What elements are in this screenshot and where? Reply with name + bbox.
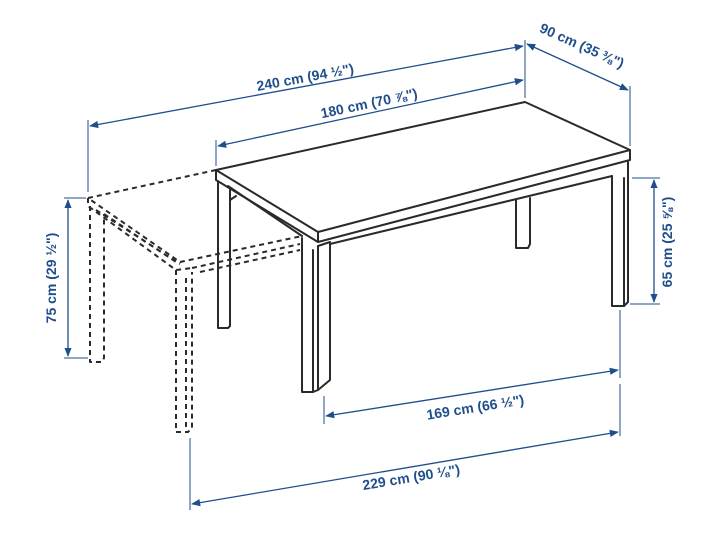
apron-side <box>329 175 613 245</box>
tabletop-front-edge <box>215 169 319 243</box>
table-body <box>215 101 631 393</box>
apron-front <box>227 185 303 237</box>
width-label: 90 cm (35 ⅜") <box>537 20 626 72</box>
tabletop-surface <box>215 101 631 233</box>
dimension-height: 75 cm (29 ½") <box>43 197 88 359</box>
height-label: 75 cm (29 ½") <box>43 233 59 324</box>
legs-extended-label: 229 cm (90 ⅛") <box>361 461 461 493</box>
dimension-clearance-height: 65 cm (25 ⅝") <box>630 177 675 305</box>
leg-back-right <box>515 197 531 249</box>
extension-leaf-dashed <box>87 169 303 433</box>
closed-length-label: 180 cm (70 ⅞") <box>319 85 419 121</box>
leg-front-middle <box>301 237 331 393</box>
leg-front-right <box>611 161 629 307</box>
clearance-height-label: 65 cm (25 ⅝") <box>659 197 675 288</box>
legs-closed-label: 169 cm (66 ½") <box>425 391 525 422</box>
leg-back-left <box>217 181 237 329</box>
tabletop-side-edge <box>317 149 631 243</box>
extended-length-label: 240 cm (94 ½") <box>255 60 355 94</box>
dimension-legs-closed: 169 cm (66 ½") <box>323 310 621 424</box>
